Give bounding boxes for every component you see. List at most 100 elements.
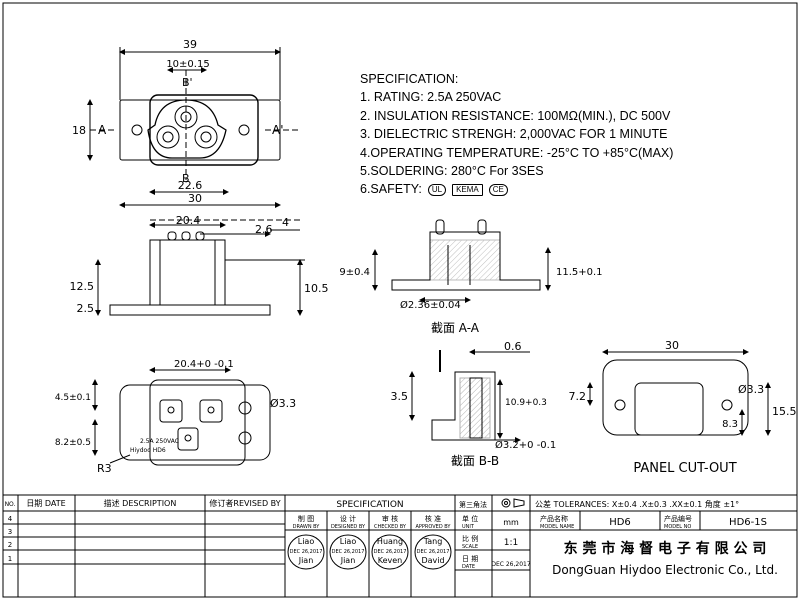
dim-top-body: 30 — [188, 192, 202, 205]
unit-label-cn: 单 位 — [462, 514, 478, 523]
unit-label-en: UNIT — [462, 524, 475, 530]
dim-top-inner: 22.6 — [178, 179, 203, 192]
stamp-4-date: DEC 26,2017 — [417, 549, 450, 555]
caption-aa: 截面 A-A — [431, 321, 480, 335]
rev-row-2: 2 — [8, 541, 12, 549]
dim-bb-thick: 0.6 — [504, 340, 522, 353]
dim-aa-right: 11.5+0.1 — [556, 267, 603, 278]
rev-row-3: 3 — [8, 528, 12, 536]
bottom-view — [92, 367, 271, 466]
scale-label-en: SCALE — [462, 544, 478, 550]
spec-safety-label: 6.SAFETY: — [360, 182, 422, 197]
stamp-2-date: DEC 26,2017 — [332, 549, 365, 555]
dim-panel-left: 7.2 — [569, 390, 587, 403]
rev-header-revised: 修订者REVISED BY — [209, 498, 280, 508]
dim-panel-inner: 8.3 — [722, 419, 738, 430]
product-name-value: HD6 — [609, 517, 631, 528]
role-approved-cn: 核 准 — [425, 514, 441, 523]
section-mark-a-right: A' — [272, 123, 284, 137]
specification-block: SPECIFICATION: 1. RATING: 2.5A 250VAC 2.… — [360, 70, 673, 199]
company-name-en: DongGuan Hiydoo Electronic Co., Ltd. — [552, 563, 778, 577]
stamp-1-name2: Jian — [298, 556, 314, 565]
dim-bottom-radius: R3 — [97, 462, 112, 475]
stamp-3-name2: Keven — [378, 556, 403, 565]
role-approved-en: APPROVED BY — [415, 524, 451, 530]
dim-bb-hole: Ø3.2+0 -0.1 — [495, 439, 556, 451]
dim-side-pin-top: 4 — [282, 216, 289, 229]
ul-mark-icon: UL — [427, 183, 447, 196]
angle-label: 第三角法 — [459, 500, 487, 509]
stamp-2-name: Liao — [340, 537, 357, 546]
dim-aa-hole: Ø2.36±0.04 — [400, 299, 461, 311]
dim-top-height: 18 — [72, 124, 86, 137]
section-mark-b-bottom: B — [182, 172, 190, 185]
stamp-1-name: Liao — [298, 537, 315, 546]
bottom-rating-label: 2.5A 250VAC — [140, 438, 179, 445]
dim-bottom-pin-off: 8.2±0.5 — [55, 438, 91, 448]
signature-stamps — [287, 534, 452, 570]
side-view — [95, 219, 305, 316]
dim-side-overall: 20.4 — [176, 214, 201, 227]
panel-cutout — [587, 349, 771, 436]
projection-icon — [501, 498, 525, 508]
date-label-cn: 日 期 — [462, 555, 478, 563]
dim-pin-pitch: 10±0.15 — [166, 59, 209, 70]
section-mark-b-top: B' — [182, 76, 193, 89]
caption-bb: 截面 B-B — [451, 454, 499, 468]
dim-bottom-hole: Ø3.3 — [270, 397, 296, 410]
rev-header-desc: 描述 DESCRIPTION — [104, 498, 177, 508]
role-drawn-en: DRAWN BY — [293, 524, 321, 530]
product-name-label: 产品名称 — [540, 514, 568, 523]
dim-bottom-pin-top: 4.5±0.1 — [55, 393, 91, 403]
role-designed-en: DESIGNED BY — [331, 524, 366, 530]
stamp-1-date: DEC 26,2017 — [290, 549, 323, 555]
stamp-4-name: Tang — [423, 537, 443, 546]
spec-safety-row: 6.SAFETY: UL KEMA CE — [360, 180, 673, 198]
spec-line-1: 1. RATING: 2.5A 250VAC — [360, 90, 502, 105]
scale-value: 1:1 — [504, 538, 518, 548]
title-block-lines — [2, 494, 798, 598]
dim-aa-height: 9±0.4 — [339, 267, 370, 278]
role-designed-cn: 设 计 — [340, 514, 356, 523]
spec-header: SPECIFICATION — [336, 500, 403, 510]
rev-header-date: 日期 DATE — [26, 499, 65, 508]
dim-bb-h2: 10.9+0.3 — [505, 398, 547, 408]
ce-mark-icon: CE — [488, 183, 508, 196]
dim-side-left-h2: 2.5 — [77, 302, 95, 315]
model-no-label-en: MODEL NO — [664, 524, 691, 530]
top-view — [87, 47, 300, 208]
scale-label-cn: 比 例 — [462, 534, 478, 543]
rev-header-no: NO. — [5, 501, 16, 508]
spec-line-3: 3. DIELECTRIC STRENGH: 2,000VAC FOR 1 MI… — [360, 127, 668, 142]
dim-bottom-width: 20.4+0 -0.1 — [174, 359, 234, 370]
stamp-3-name: Huang — [377, 537, 403, 546]
product-name-label-en: MODEL NAME — [540, 524, 574, 530]
dim-side-pin-gap: 2.6 — [255, 223, 273, 236]
role-drawn-cn: 制 图 — [298, 514, 314, 523]
section-bb — [409, 349, 530, 443]
date-value: DEC 26,2017 — [491, 561, 531, 568]
spec-title: SPECIFICATION: — [360, 72, 459, 86]
rev-row-1: 1 — [8, 555, 12, 563]
section-mark-a-left: A — [98, 123, 107, 137]
kema-mark-icon: KEMA — [452, 183, 483, 196]
dim-side-right-h: 10.5 — [304, 282, 329, 295]
spec-line-2: 2. INSULATION RESISTANCE: 100MΩ(MIN.), D… — [360, 108, 671, 123]
role-checked-cn: 审 核 — [382, 514, 398, 523]
stamp-2-name2: Jian — [340, 556, 356, 565]
dim-panel-height: 15.5 — [772, 405, 797, 418]
spec-line-4: 4.OPERATING TEMPERATURE: -25°C TO +85°C(… — [360, 145, 674, 160]
unit-value: mm — [503, 518, 519, 527]
model-no-value: HD6-1S — [729, 517, 767, 528]
stamp-4-name2: David — [421, 556, 444, 565]
stamp-3-date: DEC 26,2017 — [374, 549, 407, 555]
dim-bb-height: 3.5 — [391, 390, 409, 403]
tolerance-text: 公差 TOLERANCES: X±0.4 .X±0.3 .XX±0.1 角度 ±… — [535, 499, 739, 509]
dim-top-width: 39 — [183, 38, 197, 51]
role-checked-en: CHECKED BY — [374, 524, 407, 530]
dim-side-left-h: 12.5 — [70, 280, 95, 293]
rev-row-4: 4 — [8, 515, 13, 523]
dim-panel-hole: Ø3.3 — [738, 383, 764, 396]
dim-panel-width: 30 — [665, 339, 679, 352]
